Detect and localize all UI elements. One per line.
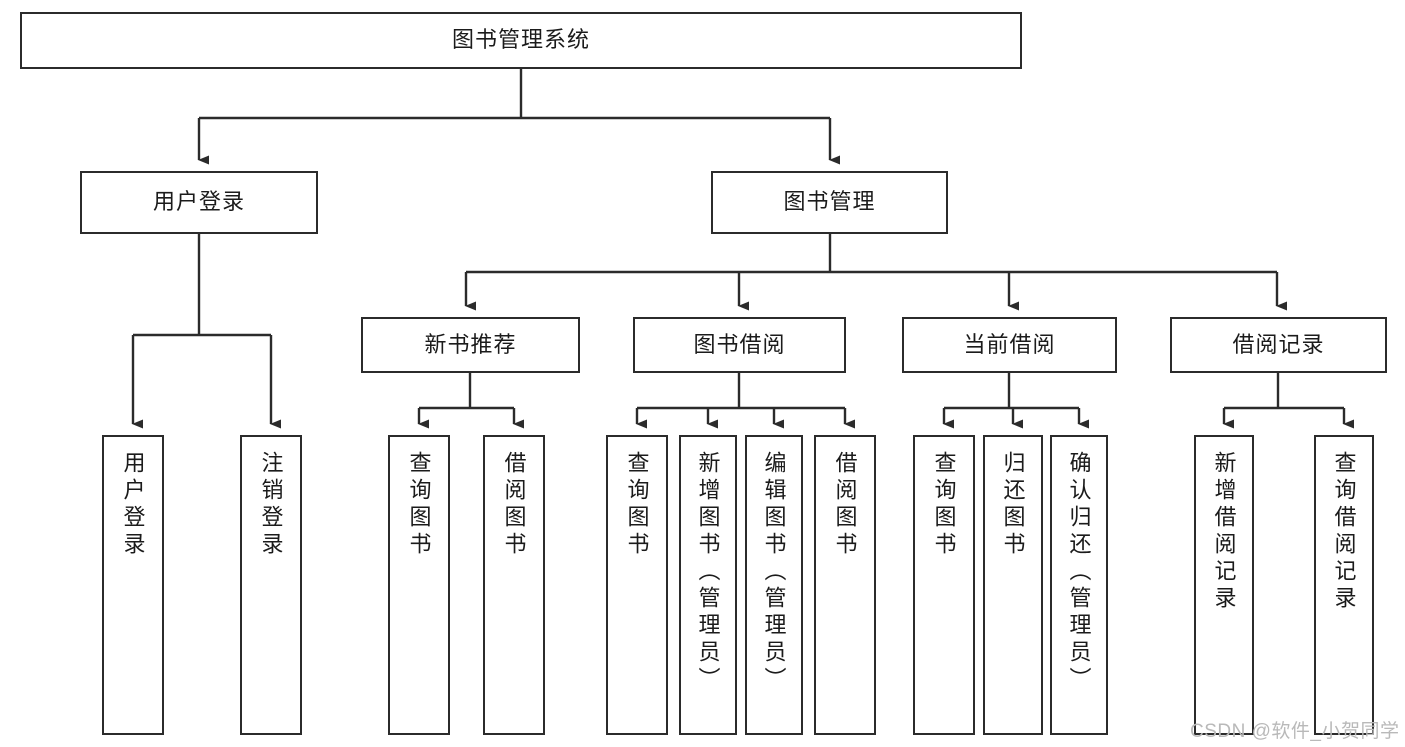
- leaf-confirm-return-label: 确认归还（管理员）: [1066, 451, 1092, 694]
- node-book-management-label: 图书管理: [783, 189, 876, 215]
- leaf-borrow-book[interactable]: 借阅图书: [814, 435, 876, 735]
- leaf-add-borrow-record-label: 新增借阅记录: [1211, 451, 1237, 613]
- leaf-query-book-recommend[interactable]: 查询图书: [388, 435, 450, 735]
- leaf-add-borrow-record[interactable]: 新增借阅记录: [1194, 435, 1254, 735]
- leaf-logout-label: 注销登录: [258, 451, 284, 559]
- leaf-query-borrow-record-label: 查询借阅记录: [1331, 451, 1357, 613]
- node-book-borrow-label: 图书借阅: [693, 331, 786, 357]
- leaf-query-borrow-record[interactable]: 查询借阅记录: [1314, 435, 1374, 735]
- leaf-return-book[interactable]: 归还图书: [983, 435, 1043, 735]
- node-borrow-records-label: 借阅记录: [1232, 331, 1325, 357]
- node-new-book-recommend[interactable]: 新书推荐: [361, 317, 580, 373]
- leaf-borrow-book-label: 借阅图书: [832, 451, 858, 559]
- leaf-logout[interactable]: 注销登录: [240, 435, 302, 735]
- connector-lines: [131, 69, 1354, 429]
- leaf-query-book-borrow[interactable]: 查询图书: [606, 435, 668, 735]
- node-book-borrow[interactable]: 图书借阅: [633, 317, 846, 373]
- leaf-edit-book-label: 编辑图书（管理员）: [761, 451, 787, 694]
- leaf-confirm-return[interactable]: 确认归还（管理员）: [1050, 435, 1108, 735]
- leaf-user-login-label: 用户登录: [120, 451, 146, 559]
- leaf-user-login[interactable]: 用户登录: [102, 435, 164, 735]
- node-user-login-label: 用户登录: [152, 189, 245, 215]
- node-new-book-recommend-label: 新书推荐: [424, 331, 517, 357]
- leaf-add-book-label: 新增图书（管理员）: [695, 451, 721, 694]
- node-root-label: 图书管理系统: [451, 27, 590, 53]
- node-root[interactable]: 图书管理系统: [20, 12, 1022, 69]
- leaf-borrow-book-recommend[interactable]: 借阅图书: [483, 435, 545, 735]
- leaf-edit-book[interactable]: 编辑图书（管理员）: [745, 435, 803, 735]
- leaf-return-book-label: 归还图书: [1000, 451, 1026, 559]
- node-current-borrow-label: 当前借阅: [963, 331, 1056, 357]
- leaf-query-book-recommend-label: 查询图书: [406, 451, 432, 559]
- node-book-management[interactable]: 图书管理: [711, 171, 948, 234]
- leaf-query-book-borrow-label: 查询图书: [624, 451, 650, 559]
- leaf-add-book[interactable]: 新增图书（管理员）: [679, 435, 737, 735]
- leaf-query-book-current-label: 查询图书: [931, 451, 957, 559]
- leaf-query-book-current[interactable]: 查询图书: [913, 435, 975, 735]
- node-borrow-records[interactable]: 借阅记录: [1170, 317, 1387, 373]
- leaf-borrow-book-recommend-label: 借阅图书: [501, 451, 527, 559]
- node-current-borrow[interactable]: 当前借阅: [902, 317, 1117, 373]
- node-user-login[interactable]: 用户登录: [80, 171, 318, 234]
